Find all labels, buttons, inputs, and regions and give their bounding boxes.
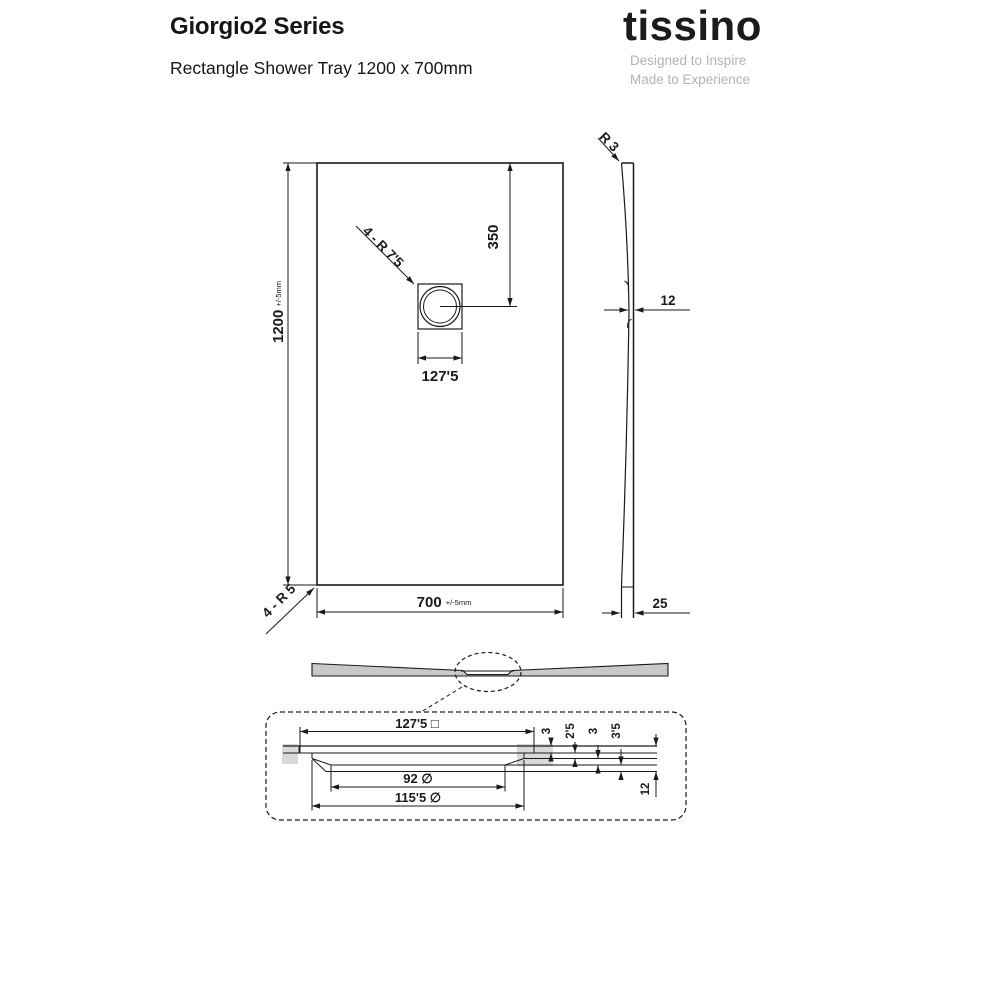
dim-step1-label: 3	[541, 728, 553, 734]
detail-view: 127'5 □ 92 ∅ 115'5 ∅ 3	[265, 711, 687, 821]
dim-inner-dia: 92 ∅	[330, 765, 506, 792]
dim-length-label: 1200+/-5mm	[270, 281, 287, 343]
dim-plate-size-label: 127'5 □	[395, 716, 439, 731]
side-view: R 3 12 25	[596, 129, 690, 618]
dim-thickness-label: 12	[660, 293, 675, 308]
corner-radius-label: 4 - R 5	[259, 581, 299, 621]
brand-tagline: Made to Experience	[630, 72, 751, 87]
edge-radius-label: R 3	[596, 129, 622, 155]
tray-outline	[316, 162, 564, 586]
dim-outer-dia: 115'5 ∅	[311, 760, 525, 811]
cut-shade-right	[517, 744, 553, 766]
page-title: Giorgio2 Series	[170, 13, 345, 40]
dim-thickness: 12	[604, 293, 690, 313]
dim-width: 700+/-5mm	[316, 588, 564, 618]
magnifier-ellipse	[454, 651, 522, 693]
dim-step4-label: 3'5	[611, 723, 623, 739]
dim-outer-dia-label: 115'5 ∅	[395, 790, 441, 805]
plan-view: 1200+/-5mm 350 4 - R 7'5 127'5	[259, 162, 564, 635]
brand-taglines: Designed to Inspire Made to Experience	[630, 51, 750, 89]
brand-tagline: Designed to Inspire	[630, 53, 747, 68]
dim-drain-width-label: 127'5	[422, 368, 459, 385]
dim-width-label: 700+/-5mm	[417, 594, 472, 611]
side-profile-surface	[620, 162, 630, 586]
dim-steps: 3 2'5 3 3'5 12	[541, 723, 659, 797]
cross-section	[311, 651, 669, 713]
section-profile	[311, 662, 669, 677]
dim-total-depth-label: 12	[640, 783, 652, 796]
dim-plate-size: 127'5 □	[299, 716, 535, 753]
dim-inner-dia-label: 92 ∅	[403, 771, 432, 786]
cut-shade-left	[282, 744, 298, 764]
dim-drain-offset: 350	[440, 163, 517, 307]
dim-drain-offset-label: 350	[485, 224, 502, 249]
brand-logo: tissino	[623, 2, 762, 49]
leader-drain-radius: 4 - R 7'5	[355, 223, 415, 285]
detail-profile	[283, 745, 657, 772]
dim-edge-height-label: 25	[652, 596, 668, 611]
dim-drain-width: 127'5	[417, 332, 463, 385]
dim-length: 1200+/-5mm	[270, 162, 317, 586]
dim-edge-height: 25	[602, 596, 690, 616]
leader-edge-radius: R 3	[596, 129, 622, 162]
dim-step3-label: 3	[588, 728, 600, 734]
leader-corner-radius: 4 - R 5	[259, 581, 315, 635]
page-subtitle: Rectangle Shower Tray 1200 x 700mm	[170, 58, 473, 78]
magnifier-leader	[420, 686, 463, 713]
dim-step2-label: 2'5	[565, 723, 577, 739]
detail-box	[265, 711, 687, 821]
drain-radius-label: 4 - R 7'5	[360, 223, 407, 270]
